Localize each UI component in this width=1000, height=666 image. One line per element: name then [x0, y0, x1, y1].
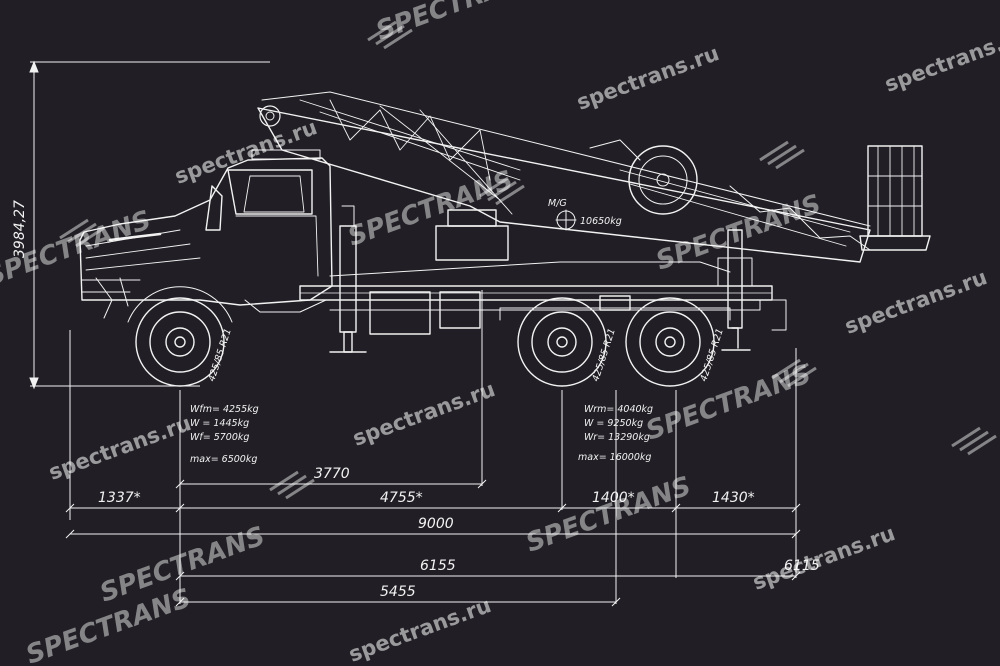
rear-wheel-2 [499, 297, 731, 387]
cog-label: M/G [548, 198, 567, 209]
front-w: W = 1445kg [190, 418, 249, 429]
tyre-label-rear-2: 425/85 R21 [698, 327, 726, 383]
dim-5455: 5455 [380, 584, 416, 600]
rear-wheel-1 [517, 297, 607, 387]
dim-1400: 1400* [592, 490, 635, 506]
center-of-gravity: M/G 10650kg [548, 198, 622, 227]
boom [257, 91, 871, 263]
basket [859, 145, 931, 251]
cab [79, 149, 333, 319]
watermark-logo: SPECTRANS [522, 471, 695, 558]
cog-value: 10650kg [580, 216, 622, 227]
front-max: max= 6500kg [190, 454, 257, 465]
front-wfm: Wfm= 4255kg [190, 404, 259, 415]
truck-drawing [79, 91, 931, 387]
watermark-logo: SPECTRANS [344, 165, 517, 252]
watermark-site: spectrans.ru [574, 41, 723, 115]
watermark-site: spectrans.ru [46, 411, 195, 485]
watermark-site: spectrans.ru [842, 265, 991, 339]
dim-9000: 9000 [418, 516, 454, 532]
rear-w: W = 9250kg [584, 418, 643, 429]
rear-wrm: Wrm= 4040kg [584, 404, 653, 415]
dim-3770: 3770 [314, 466, 350, 482]
dim-1430: 1430* [712, 490, 755, 506]
dim-6115: 6115 [784, 558, 820, 574]
watermark-site: spectrans.ru [172, 115, 321, 189]
dim-1337: 1337* [98, 490, 141, 506]
chassis-frame [299, 261, 773, 335]
front-axle-loads: Wfm= 4255kg W = 1445kg Wf= 5700kg max= 6… [190, 404, 259, 465]
dim-height: 3984,27 [12, 200, 28, 258]
dim-4755: 4755* [380, 490, 423, 506]
turret [435, 209, 577, 261]
rear-axle-loads: Wrm= 4040kg W = 9250kg Wr= 13290kg max= … [578, 404, 653, 463]
dim-6155: 6155 [420, 558, 456, 574]
tyre-labels: 425/85 R21 425/85 R21 425/85 R21 [206, 327, 726, 383]
outriggers [329, 205, 753, 353]
watermark-site: spectrans.ru [350, 377, 499, 451]
front-wf: Wf= 5700kg [190, 432, 249, 443]
dimension-lines [29, 60, 801, 607]
watermark-site: spectrans.ru [750, 521, 899, 595]
dimension-labels: 3984,27 1337* 3770 4755* 1400* 1430* 900… [12, 200, 820, 600]
tyre-label-rear-1: 425/85 R21 [590, 327, 618, 383]
rear-light [771, 299, 787, 331]
watermark-site: spectrans.ru [882, 23, 1000, 97]
rear-wr: Wr= 13290kg [584, 432, 650, 443]
tyre-label-front: 425/85 R21 [206, 327, 234, 383]
rear-max: max= 16000kg [578, 452, 651, 463]
watermark-chevrons [59, 20, 997, 500]
watermark-site: spectrans.ru [346, 593, 495, 666]
